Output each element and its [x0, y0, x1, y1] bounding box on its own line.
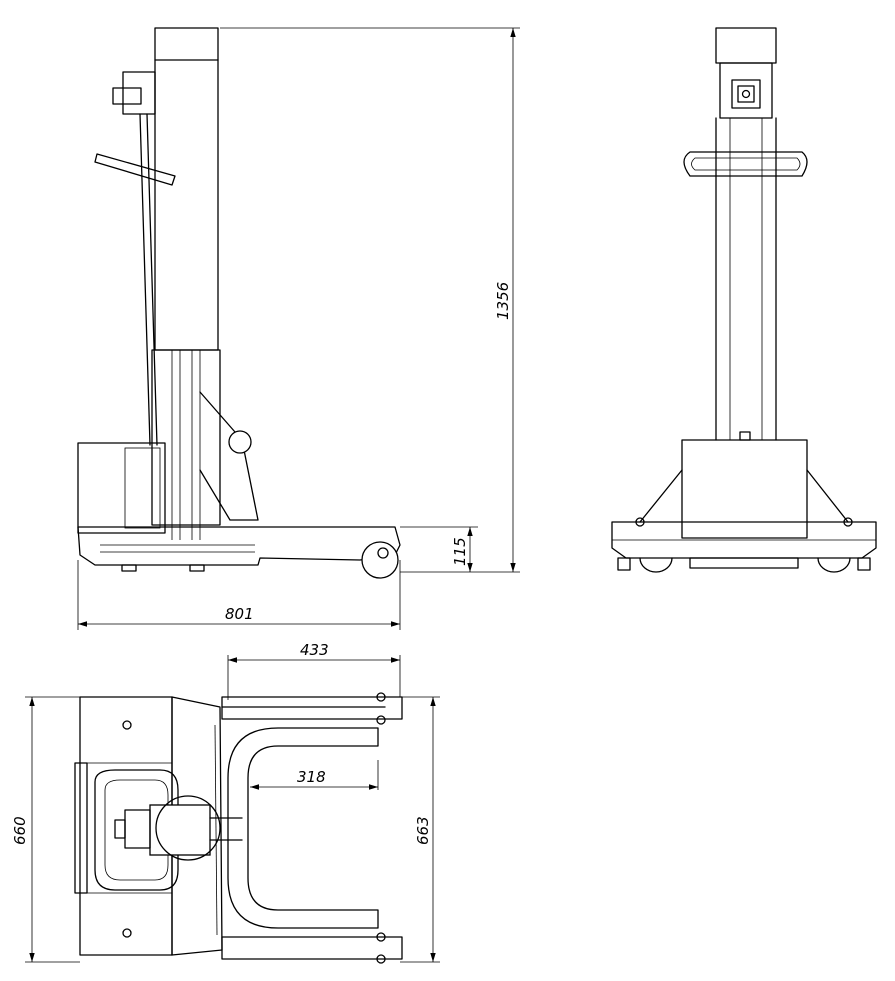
- dim-label-318: 318: [297, 768, 326, 786]
- side-view: [77, 27, 401, 579]
- dimension-height-total: 1356: [220, 27, 520, 573]
- dimension-overall-width: 660: [11, 696, 80, 963]
- dim-label-801: 801: [225, 605, 254, 623]
- dim-label-663: 663: [414, 816, 432, 845]
- front-wheel: [361, 541, 399, 579]
- dimension-base-height: 115: [400, 526, 478, 572]
- dim-label-660: 660: [11, 816, 29, 845]
- dimension-inner-fork-length: 318: [250, 760, 379, 790]
- dimension-fork-length: 433: [227, 641, 401, 700]
- dim-label-1356: 1356: [494, 282, 512, 320]
- pivot-knob: [228, 430, 252, 454]
- top-view: [74, 692, 403, 964]
- dim-label-433: 433: [300, 641, 329, 659]
- front-view: [611, 27, 877, 573]
- dimension-fork-width: 663: [400, 696, 440, 963]
- dimension-length: 801: [77, 560, 401, 630]
- dim-label-115: 115: [451, 537, 469, 566]
